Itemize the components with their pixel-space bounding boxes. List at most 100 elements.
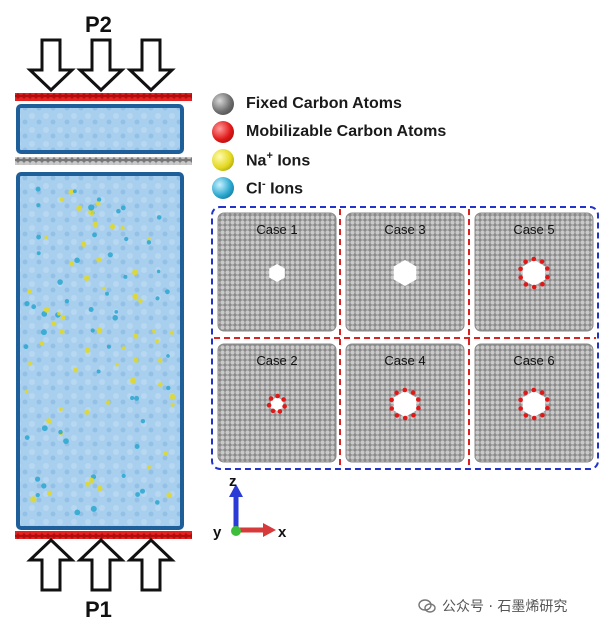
legend-item-fixed: Fixed Carbon Atoms [212,90,532,118]
na-ion [96,257,102,263]
na-ion [146,465,151,469]
mobilizable-atom [523,259,528,265]
cl-ion [74,509,81,516]
mobilizable-atom [531,284,537,290]
pore [393,391,417,417]
mobilizable-atom [518,275,523,280]
na-ion [120,225,125,231]
case-label: Case 5 [513,222,554,237]
case-panel: Case 6 [474,343,594,463]
cl-ion [96,197,102,202]
mobilizable-atom [389,397,394,403]
na-ion [130,377,137,384]
na-ion [58,407,63,412]
cl-ion [116,208,121,214]
mobilizable-atom [416,397,421,402]
na-ion [43,306,50,313]
cl-ion [36,234,41,240]
na-ion [96,327,103,334]
na-ion [147,237,151,241]
cl-ion [106,344,111,349]
na-ion [109,223,116,230]
na-ion [102,286,106,291]
mobilizable-atom [545,274,550,280]
mobilizable-atom [411,412,416,418]
cl-ion [156,269,161,274]
na-ion [84,275,90,281]
case-label: Case 3 [384,222,425,237]
watermark-text: 公众号 · 石墨烯研究 [442,599,568,615]
watermark: 公众号 · 石墨烯研究 [418,596,567,616]
cl-ion [121,473,126,478]
legend: Fixed Carbon Atoms Mobilizable Carbon At… [212,90,532,202]
na-ion [44,235,48,240]
na-ion [30,496,37,503]
case-label: Case 6 [513,353,554,368]
na-ion [166,492,173,499]
mobilizable-atom [389,406,395,411]
cl-ion [130,395,135,401]
cl-ion [92,232,97,238]
mobilizable-atom [518,397,523,403]
cl-ion [31,304,37,310]
axes-indicator: z y x [213,473,287,541]
cl-ion [114,310,119,314]
na-ion [115,362,119,367]
mobilizable-atom [531,256,537,262]
na-ion [169,393,176,400]
cl-ion [73,189,77,194]
cl-ion [63,438,69,444]
case-label: Case 2 [256,353,297,368]
cl-ion [90,328,95,333]
cl-ion [112,315,118,321]
mobilizable-atom [275,393,280,399]
na-ion [76,205,83,212]
na-ion [121,346,126,350]
cl-ion [35,476,41,482]
mobilizable-atom [539,390,545,395]
na-ion [92,221,99,228]
lower-reservoir [16,172,184,530]
mobilizable-atom [540,412,545,418]
mobilizable-atom [270,408,276,414]
na-ion [73,367,79,373]
na-ion [85,481,91,487]
cyan-sphere-icon [212,177,234,199]
cl-ion [35,186,41,192]
na-ion [170,402,175,407]
cl-ion [166,354,170,358]
na-ion [51,321,57,327]
cl-ion [23,344,29,350]
mobilizable-atom [266,402,272,408]
cl-ion [40,329,47,336]
label-p1: P1 [85,597,112,622]
cl-ion [88,307,94,312]
pore [522,260,546,286]
mobilizable-atom [531,387,537,393]
pressure-arrows-bottom [26,537,176,592]
cl-ion [36,203,41,208]
cases-frame [211,206,599,470]
na-ion [88,209,95,216]
mobilizable-atom [416,405,421,411]
red-sphere-icon [212,121,234,143]
grey-sphere-icon [212,93,234,115]
na-ion [80,241,87,247]
cl-ion [57,279,63,285]
mobilizable-atom [545,405,550,411]
na-ion [28,361,33,366]
na-ion [46,418,52,424]
cl-ion [74,257,80,264]
na-ion [24,389,29,394]
axis-z-label: z [229,473,237,490]
mobilizable-atom [402,415,408,421]
legend-item-cl: Cl- Ions [212,174,532,202]
na-ion [68,189,74,195]
na-ion [163,451,169,456]
mobilizable-atom [281,397,286,402]
mobilizable-atom [518,406,523,411]
cl-ion [140,488,145,494]
top-piston [15,93,192,101]
cl-ion [166,385,171,391]
